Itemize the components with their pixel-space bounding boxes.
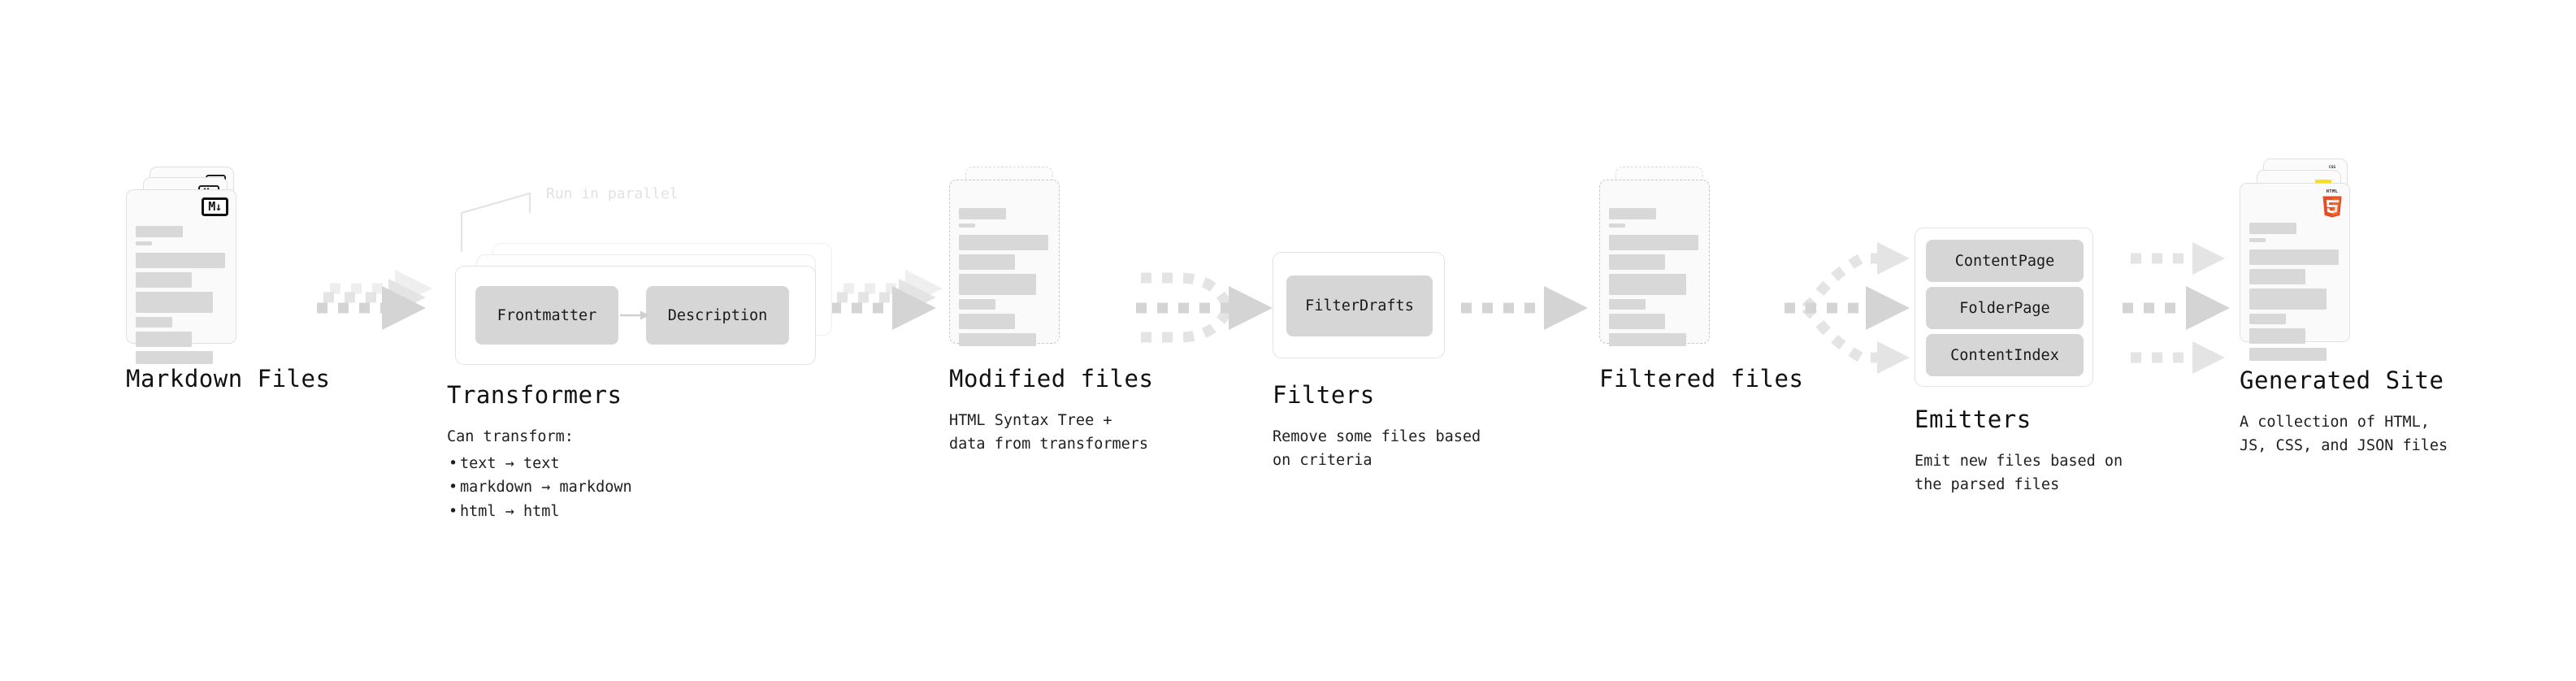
- skeleton-bar: [1609, 208, 1657, 219]
- desc-line: Can transform:: [447, 428, 574, 445]
- stage-description: Emit new files based on the parsed files: [1915, 449, 2123, 497]
- skeleton-bar: [1609, 223, 1626, 228]
- stage-markdown-files: M↓ M↓ M↓: [126, 167, 330, 410]
- html5-shield-icon: [2322, 196, 2342, 218]
- skeleton-bar: [2249, 328, 2306, 344]
- filter-node-filterdrafts[interactable]: FilterDrafts: [1286, 275, 1433, 336]
- stage-title: Filters: [1273, 381, 1375, 409]
- skeleton-bar: [136, 253, 225, 268]
- html5-badge: HTML: [2322, 189, 2343, 222]
- filtered-card-front: [1599, 180, 1710, 346]
- stage-title: Filtered files: [1599, 365, 1804, 393]
- arrow-modified-to-filters: [1136, 272, 1273, 343]
- desc-line: HTML Syntax Tree +: [949, 412, 1112, 429]
- transform-capability-list: text → text markdown → markdown html → h…: [447, 452, 632, 523]
- skeleton-bar: [1609, 314, 1666, 329]
- skeleton-bar: [1609, 254, 1666, 270]
- skeleton-bar: [136, 332, 193, 347]
- skeleton-bar: [959, 314, 1016, 329]
- stage-title: Generated Site: [2240, 367, 2444, 394]
- skeleton-bar: [136, 241, 153, 245]
- stage-title: Markdown Files: [126, 365, 331, 393]
- skeleton-bar: [959, 254, 1016, 270]
- skeleton-bar: [959, 274, 1037, 295]
- skeleton-bar: [2249, 249, 2339, 265]
- transformer-node-frontmatter[interactable]: Frontmatter: [475, 286, 618, 345]
- skeleton-bars: [136, 226, 227, 368]
- stage-description: A collection of HTML, JS, CSS, and JSON …: [2240, 410, 2448, 458]
- emitters-panel: ContentPage FolderPage ContentIndex: [1915, 228, 2093, 387]
- list-item: markdown → markdown: [447, 475, 632, 499]
- skeleton-bar: [2249, 269, 2306, 284]
- arrow-transformers-to-modified: [830, 270, 943, 330]
- skeleton-bar: [136, 226, 184, 237]
- stage-description: Remove some files based on criteria: [1273, 425, 1481, 472]
- desc-line: the parsed files: [1915, 476, 2060, 494]
- run-in-parallel-leader: [460, 192, 531, 252]
- stage-description: HTML Syntax Tree + data from transformer…: [949, 409, 1148, 456]
- filters-panel: FilterDrafts: [1273, 252, 1445, 358]
- site-card-front: HTML: [2240, 183, 2350, 361]
- modified-card-front: [949, 180, 1060, 346]
- desc-line: data from transformers: [949, 436, 1149, 453]
- emitter-node-contentindex[interactable]: ContentIndex: [1926, 334, 2084, 376]
- arrow-filtered-to-emitters: [1785, 242, 1910, 374]
- desc-line: Remove some files based: [1273, 428, 1481, 445]
- stage-title: Modified files: [949, 365, 1154, 393]
- skeleton-bar: [2249, 223, 2297, 234]
- desc-line: on criteria: [1273, 452, 1373, 470]
- skeleton-bar: [1609, 274, 1687, 295]
- md-letter: M: [208, 199, 215, 214]
- markdown-card-front: M↓: [126, 189, 236, 364]
- markdown-badge-front: M↓: [202, 197, 228, 216]
- desc-line: JS, CSS, and JSON files: [2240, 437, 2448, 455]
- skeleton-bars: [1609, 208, 1700, 350]
- list-item: text → text: [447, 452, 632, 475]
- arrow-emitters-to-site: [2123, 242, 2230, 374]
- skeleton-bar: [959, 208, 1007, 219]
- skeleton-bar: [2249, 348, 2327, 361]
- desc-line: Emit new files based on: [1915, 453, 2123, 470]
- skeleton-bars: [2249, 223, 2340, 365]
- skeleton-bars: [959, 208, 1050, 350]
- skeleton-bar: [959, 333, 1037, 346]
- skeleton-bar: [1609, 333, 1687, 346]
- stage-title: Transformers: [447, 381, 622, 409]
- stage-title: Emitters: [1915, 406, 2032, 433]
- transformer-node-description[interactable]: Description: [646, 286, 789, 345]
- skeleton-bar: [1609, 299, 1646, 310]
- stage-modified-files: Modified files HTML Syntax Tree + data f…: [949, 167, 1177, 453]
- html5-badge-label: HTML: [2326, 189, 2339, 194]
- list-item: html → html: [447, 500, 632, 523]
- stage-filtered-files: Filtered files: [1599, 167, 1827, 410]
- skeleton-bar: [1609, 235, 1698, 250]
- transform-arrow: [620, 310, 649, 320]
- skeleton-bar: [136, 351, 214, 364]
- skeleton-bar: [136, 272, 193, 288]
- transformers-panel-front: Frontmatter Description: [455, 266, 816, 365]
- skeleton-bar: [959, 299, 995, 310]
- emitter-node-contentpage[interactable]: ContentPage: [1926, 240, 2084, 282]
- skeleton-bar: [2249, 238, 2266, 242]
- arrow-markdown-to-transformers: [317, 270, 432, 330]
- skeleton-bar: [2249, 288, 2327, 310]
- emitter-node-folderpage[interactable]: FolderPage: [1926, 287, 2084, 329]
- run-in-parallel-label: Run in parallel: [546, 185, 679, 202]
- css-badge-label: CSS: [2328, 166, 2336, 170]
- arrow-filters-to-filtered: [1461, 286, 1588, 330]
- skeleton-bar: [959, 223, 976, 228]
- skeleton-bar: [959, 235, 1048, 250]
- skeleton-bar: [2249, 314, 2286, 324]
- stage-generated-site: CSS HTML: [2240, 158, 2508, 454]
- skeleton-bar: [136, 317, 172, 327]
- stage-description: Can transform: text → text markdown → ma…: [447, 425, 632, 523]
- skeleton-bar: [136, 292, 214, 313]
- desc-line: A collection of HTML,: [2240, 414, 2430, 431]
